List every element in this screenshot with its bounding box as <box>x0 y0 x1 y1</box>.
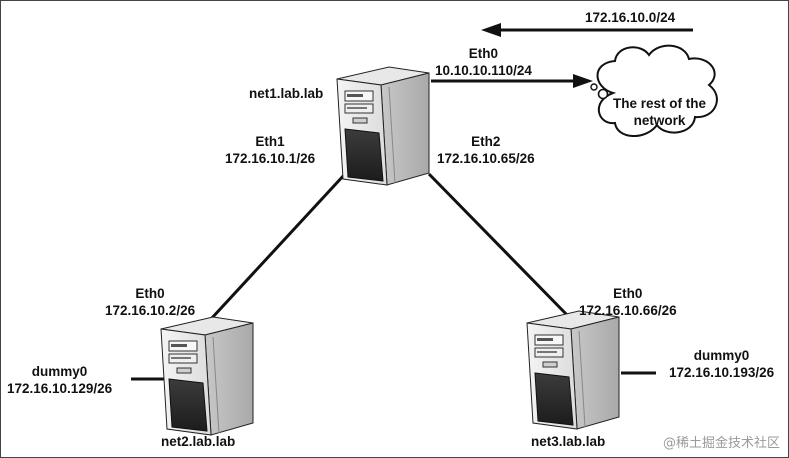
server-net2-icon <box>160 316 254 436</box>
interface-label-net1-eth0: Eth0 10.10.10.110/24 <box>435 45 532 79</box>
interface-ip: 172.16.10.65/26 <box>437 151 535 166</box>
interface-name: Eth2 <box>471 134 501 149</box>
interface-name: dummy0 <box>693 348 750 363</box>
route-network-label: 172.16.10.0/24 <box>585 10 676 25</box>
interface-name: Eth1 <box>255 134 285 149</box>
interface-label-net3-eth0: Eth0 172.16.10.66/26 <box>579 285 677 319</box>
cloud-label: The rest of the network <box>613 95 706 129</box>
link-net1-net2 <box>209 172 347 321</box>
interface-ip: 172.16.10.193/26 <box>669 365 775 380</box>
interface-label-net2-dummy0: dummy0 172.16.10.129/26 <box>7 363 112 397</box>
interface-name: dummy0 <box>31 364 88 379</box>
link-net1-net3 <box>427 172 573 321</box>
arrow-right-icon <box>431 74 593 88</box>
interface-name: Eth0 <box>135 286 165 301</box>
interface-name: Eth0 <box>468 46 499 61</box>
interface-label-net2-eth0: Eth0 172.16.10.2/26 <box>105 285 195 319</box>
interface-ip: 172.16.10.129/26 <box>7 381 113 396</box>
interface-label-net3-dummy0: dummy0 172.16.10.193/26 <box>669 347 774 381</box>
server-name-net2: net2.lab.lab <box>161 434 236 449</box>
watermark: @稀土掘金技术社区 <box>662 436 780 451</box>
interface-label-net1-eth2: Eth2 172.16.10.65/26 <box>437 133 535 167</box>
interface-ip: 172.16.10.66/26 <box>579 303 677 318</box>
server-net1-icon <box>336 66 430 186</box>
server-name-net1: net1.lab.lab <box>249 86 324 101</box>
interface-name: Eth0 <box>613 286 643 301</box>
server-name-net3: net3.lab.lab <box>531 434 606 449</box>
interface-ip: 10.10.10.110/24 <box>435 63 532 78</box>
cloud-label-line1: The rest of the <box>613 96 707 111</box>
cloud-label-line2: network <box>633 113 686 128</box>
interface-ip: 172.16.10.2/26 <box>105 303 196 318</box>
cloud-icon <box>590 44 718 138</box>
arrow-left-icon <box>481 23 693 37</box>
interface-label-net1-eth1: Eth1 172.16.10.1/26 <box>225 133 315 167</box>
server-net3-icon <box>526 310 620 430</box>
interface-ip: 172.16.10.1/26 <box>225 151 316 166</box>
